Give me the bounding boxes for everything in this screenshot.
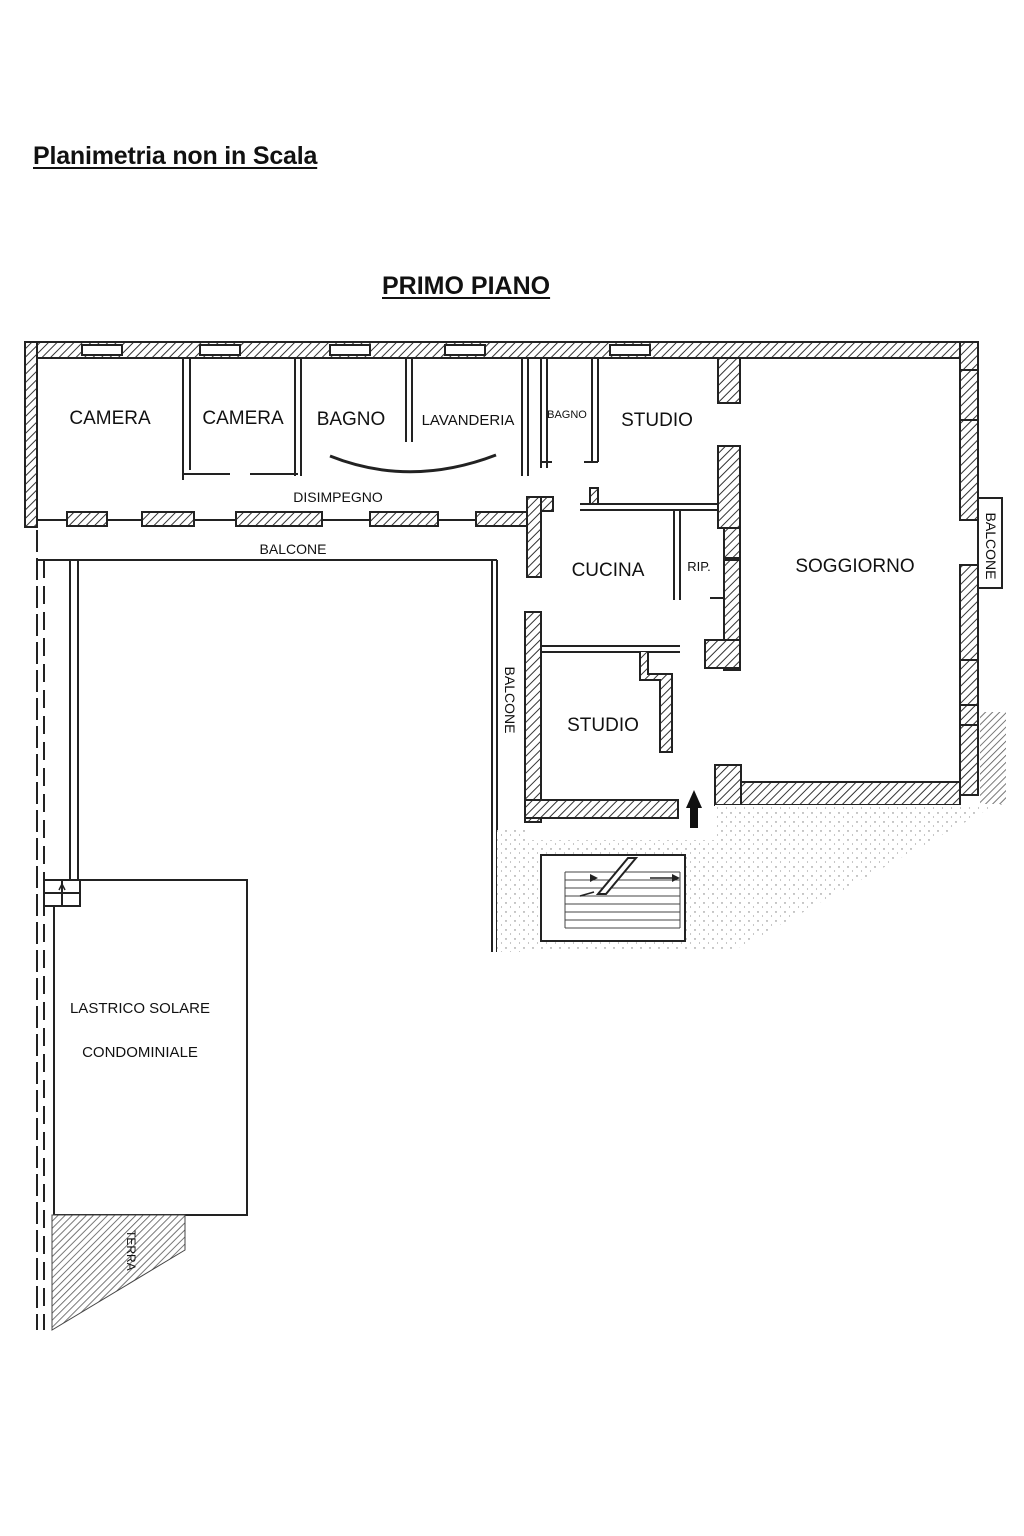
terrace-hatch (980, 712, 1006, 804)
room-label-cucina: CUCINA (572, 560, 645, 581)
floor-title: PRIMO PIANO (382, 272, 551, 300)
walls (24, 341, 1003, 1330)
room-label-bagno-1: BAGNO (317, 409, 386, 430)
room-label-lastrico-2: CONDOMINIALE (82, 1044, 198, 1061)
room-label-studio-2: STUDIO (567, 715, 639, 736)
room-label-balcone-3: BALCONE (502, 667, 518, 734)
room-label-camera-1: CAMERA (69, 408, 151, 429)
page-title: Planimetria non in Scala (33, 142, 318, 170)
room-label-balcone-2: BALCONE (983, 513, 999, 580)
room-label-lastrico-1: LASTRICO SOLARE (70, 1000, 210, 1017)
room-label-balcone-1: BALCONE (260, 541, 327, 557)
room-label-disimpegno: DISIMPEGNO (293, 489, 383, 505)
room-label-studio-1: STUDIO (621, 410, 693, 431)
room-label-rip: RIP. (687, 559, 711, 574)
room-label-bagno-2: BAGNO (547, 409, 587, 421)
entry-arrow-icon (686, 790, 702, 828)
room-label-camera-2: CAMERA (202, 408, 284, 429)
room-label-terrazzo: TERRA (124, 1230, 138, 1271)
stairwell (497, 830, 715, 952)
room-label-lavanderia: LAVANDERIA (422, 412, 515, 429)
room-label-soggiorno: SOGGIORNO (795, 556, 914, 577)
terrazzo-area (51, 1214, 186, 1331)
terrace-area (715, 800, 1005, 950)
